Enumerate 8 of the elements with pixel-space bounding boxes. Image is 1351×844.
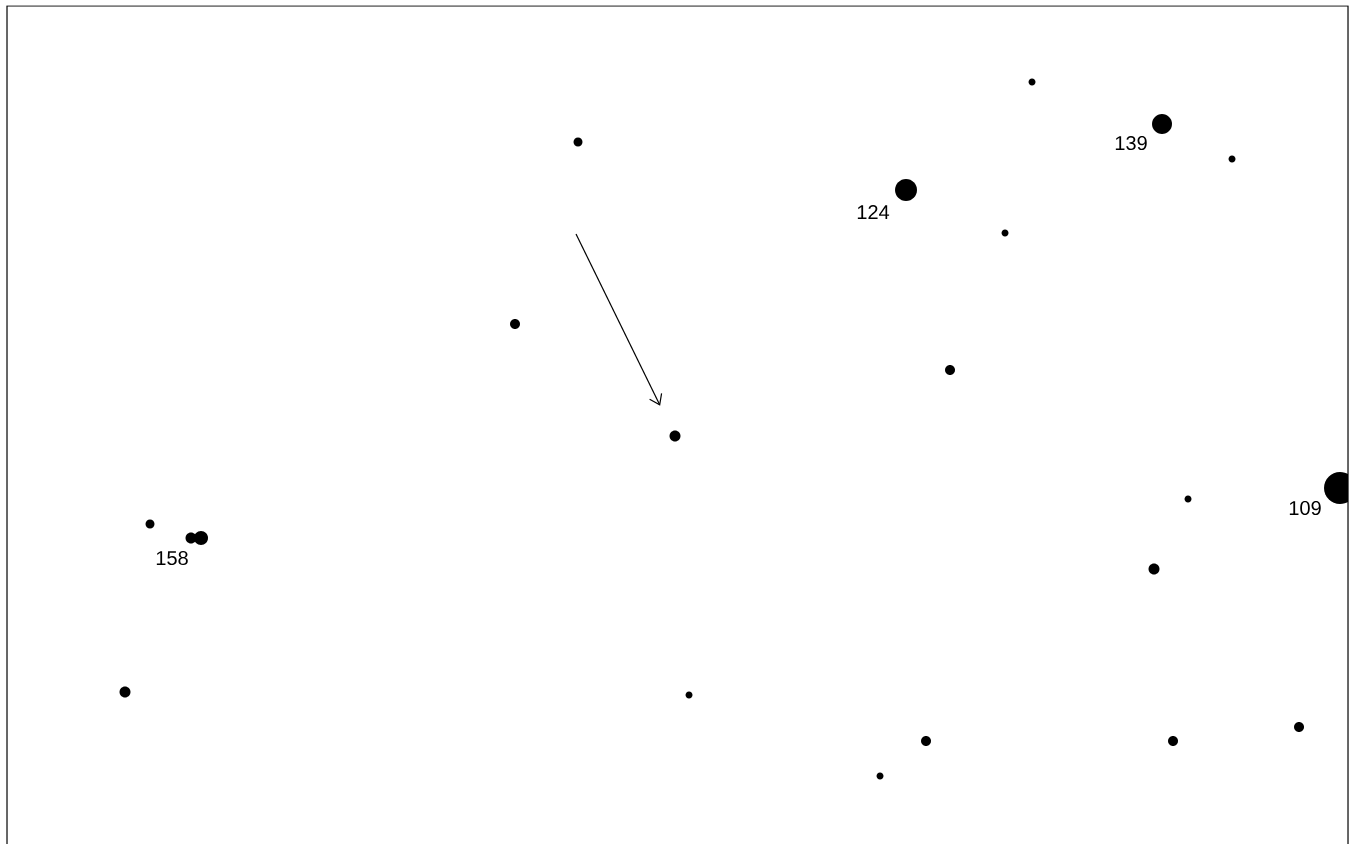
star-number: 139 bbox=[1115, 135, 1147, 151]
arrow bbox=[575, 233, 663, 406]
star-number: 109 bbox=[1289, 500, 1321, 516]
star-number: 158 bbox=[156, 550, 188, 566]
star-dot bbox=[1152, 114, 1172, 134]
star-number: 124 bbox=[857, 205, 890, 219]
star-dot bbox=[895, 179, 917, 201]
star-dot bbox=[194, 531, 208, 545]
